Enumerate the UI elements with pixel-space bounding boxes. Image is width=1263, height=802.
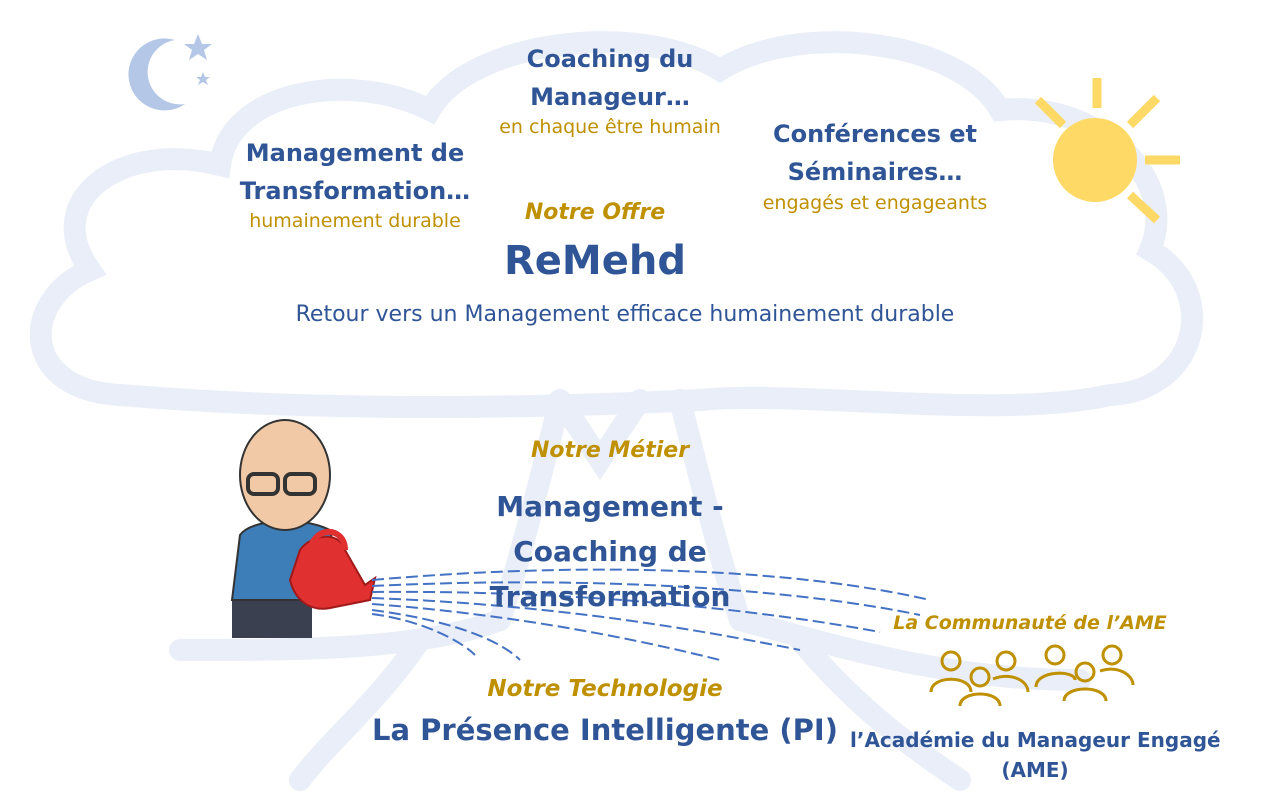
cloud-tree-outline (29, 31, 1204, 791)
metier-line: Management - (496, 490, 724, 523)
offer-coaching-title: Coaching du Manageur… (500, 40, 720, 116)
title-line: Manageur… (530, 83, 690, 111)
title-line: Conférences et (773, 120, 977, 148)
offer-name: ReMehd (504, 238, 686, 284)
offer-coaching-subtitle: en chaque être humain (499, 116, 721, 138)
technologie-name: La Présence Intelligente (PI) (372, 713, 838, 747)
communaute-line: l’Académie du Manageur Engagé (850, 728, 1221, 752)
metier-label: Notre Métier (530, 438, 690, 463)
metier-line: Transformation (489, 580, 731, 613)
metier-line: Coaching de (513, 535, 707, 568)
gardener-avatar (230, 419, 377, 638)
technologie-label: Notre Technologie (487, 676, 723, 702)
offer-conferences-title: Conférences et Séminaires… (755, 115, 995, 191)
water-stream (371, 568, 931, 661)
offer-management-subtitle: humainement durable (249, 210, 461, 232)
sun-icon (1034, 78, 1180, 224)
communaute-line: (AME) (1001, 758, 1069, 782)
offer-label: Notre Offre (524, 200, 666, 225)
communaute-name: l’Académie du Manageur Engagé (AME) (850, 725, 1221, 785)
title-line: Management de (245, 139, 465, 167)
metier-name: Management - Coaching de Transformation (460, 484, 760, 619)
offer-management-title: Management de Transformation… (225, 134, 485, 210)
communaute-label: La Communauté de l’AME (893, 612, 1167, 634)
title-line: Séminaires… (787, 158, 963, 186)
offer-conferences-subtitle: engagés et engageants (762, 192, 988, 214)
community-people-icon (929, 644, 1135, 707)
offer-description: Retour vers un Management efficace humai… (295, 302, 955, 327)
moon-icon (128, 34, 212, 111)
title-line: Transformation… (239, 177, 471, 205)
title-line: Coaching du (526, 45, 694, 73)
